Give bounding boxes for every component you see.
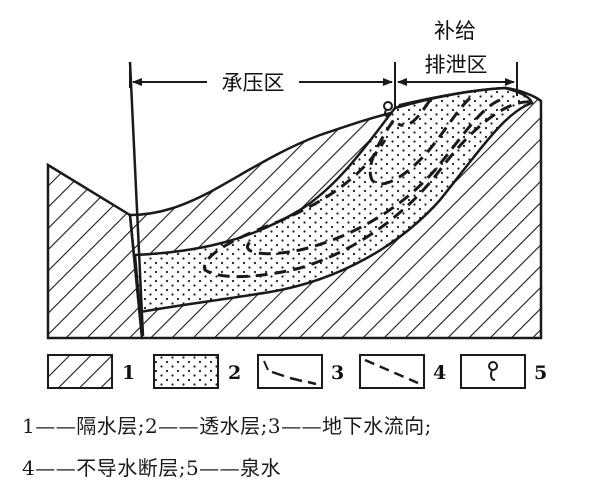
discharge-zone-label: 排泄区 — [425, 53, 488, 77]
aquiclude-hatch-icon — [47, 354, 113, 389]
legend-item-3: 3 — [257, 354, 344, 389]
svg-text:4: 4 — [433, 362, 446, 384]
confined-zone-label: 承压区 — [222, 71, 285, 95]
flow-line-top — [397, 99, 432, 127]
svg-text:1: 1 — [122, 362, 135, 384]
svg-text:5: 5 — [534, 362, 547, 384]
flow-line-outer — [203, 100, 531, 278]
hydrogeology-diagram: 承压区 补给 排泄区 1 2 3 4 — [46, 19, 547, 389]
legend: 1 2 3 4 5 — [47, 354, 547, 389]
legend-item-4: 4 — [359, 354, 446, 389]
ground-surface — [394, 86, 542, 110]
legend-item-1: 1 — [47, 354, 135, 389]
flow-line-inner — [368, 96, 472, 186]
flow-line-middle — [246, 98, 501, 256]
spring-icon — [383, 101, 393, 118]
cross-section — [46, 61, 543, 340]
caption-line-1: 1——隔水层;2——透水层;3——地下水流向; — [22, 414, 432, 438]
legend-item-5: 5 — [460, 354, 547, 389]
svg-text:2: 2 — [228, 362, 241, 384]
zone-annotations: 承压区 补给 排泄区 — [129, 19, 515, 108]
impermeable-fault — [128, 61, 145, 337]
aquifer-dots-icon — [153, 354, 219, 389]
spring-legend-icon — [488, 361, 498, 381]
groundwater-flow-lines — [203, 96, 531, 278]
svg-text:3: 3 — [331, 362, 344, 384]
impermeable-fault-icon — [364, 358, 419, 385]
legend-item-2: 2 — [153, 354, 241, 389]
aquiclude-left-block — [46, 162, 144, 340]
recharge-zone-label: 补给 — [434, 19, 476, 43]
caption-line-2: 4——不导水断层;5——泉水 — [22, 456, 282, 480]
flow-direction-icon — [263, 360, 317, 386]
